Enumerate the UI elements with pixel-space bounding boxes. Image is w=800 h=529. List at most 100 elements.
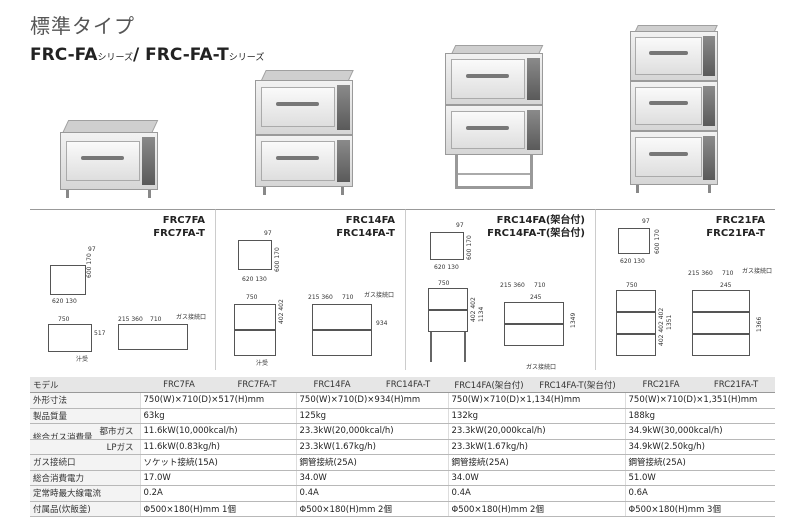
- side-view-upper: [504, 302, 564, 324]
- series-a: FRC-FA: [30, 45, 98, 65]
- cell: 11.6kW(10,000kcal/h): [139, 423, 296, 440]
- cell: Φ500×180(H)mm 2個: [447, 501, 625, 517]
- diagram-model-label: FRC7FA FRC7FA-T: [153, 215, 205, 239]
- cell: 63kg: [139, 408, 296, 424]
- table-row-gas-city: 総合ガス消費量 都市ガス 11.6kW(10,000kcal/h) 23.3kW…: [30, 423, 775, 440]
- series-b: FRC-FA-T: [145, 45, 229, 65]
- header-cell: FRC21FA-T: [697, 377, 775, 393]
- table-row-gas-conn: ガス接続口 ソケット接続(15A) 鋼管接続(25A) 鋼管接続(25A) 鋼管…: [30, 454, 775, 471]
- product-photo-frc21fa: [630, 25, 720, 195]
- cell: Φ500×180(H)mm 1個: [139, 501, 296, 517]
- cell: 125kg: [295, 408, 448, 424]
- gas-lp-sublabel: LPガス: [30, 439, 140, 455]
- cell: Φ500×180(H)mm 2個: [295, 501, 448, 517]
- table-row-power: 総合消費電力 17.0W 34.0W 34.0W 51.0W: [30, 470, 775, 486]
- front-view: [48, 324, 92, 352]
- cell: 750(W)×710(D)×1,351(H)mm: [624, 392, 775, 409]
- front-view-top: [616, 290, 656, 312]
- cell: 34.0W: [295, 470, 448, 486]
- cell: 34.0W: [447, 470, 625, 486]
- cell: 23.3kW(1.67kg/h): [447, 439, 625, 455]
- header-cell: モデル: [30, 377, 140, 393]
- side-view-bottom: [692, 334, 750, 356]
- side-view-lower: [312, 330, 372, 356]
- product-photo-frc7fa: [60, 120, 160, 200]
- cell: 鋼管接続(25A): [624, 454, 775, 471]
- cell: 188kg: [624, 408, 775, 424]
- table-row-current: 定常時最大線電流 0.2A 0.4A 0.4A 0.6A: [30, 485, 775, 502]
- plan-view: [118, 324, 188, 350]
- side-view-mid: [692, 312, 750, 334]
- cell: 0.4A: [447, 485, 625, 502]
- cell: 23.3kW(20,000kcal/h): [295, 423, 448, 440]
- diagram-frc14fa-stand: FRC14FA(架台付) FRC14FA-T(架台付) 97 600 170 6…: [405, 209, 595, 371]
- diagram-model-label: FRC21FA FRC21FA-T: [706, 215, 765, 239]
- diagram-model-label: FRC14FA(架台付) FRC14FA-T(架台付): [487, 215, 585, 239]
- header-cell: FRC7FA: [140, 377, 218, 393]
- series-suffix-a: シリーズ: [97, 53, 134, 63]
- table-row-weight: 製品質量 63kg 125kg 132kg 188kg: [30, 408, 775, 424]
- cell: 132kg: [447, 408, 625, 424]
- header-cell: FRC14FA-T(架台付): [530, 377, 625, 393]
- header-cell: FRC14FA: [296, 377, 368, 393]
- row-label: 製品質量: [30, 408, 140, 424]
- side-view-top: [692, 290, 750, 312]
- cell: 750(W)×710(D)×1,134(H)mm: [447, 392, 625, 409]
- cell: 23.3kW(1.67kg/h): [295, 439, 448, 455]
- top-view: [618, 228, 650, 254]
- header-cell: FRC14FA-T: [368, 377, 448, 393]
- cell: 鋼管接続(25A): [447, 454, 625, 471]
- cell: 34.9kW(30,000kcal/h): [624, 423, 775, 440]
- cell: 34.9kW(2.50kg/h): [624, 439, 775, 455]
- series-suffix-b: シリーズ: [228, 53, 265, 63]
- series-separator: /: [133, 45, 140, 65]
- front-view-lower: [428, 310, 468, 332]
- row-label: 総合消費電力: [30, 470, 140, 486]
- diagram-frc21fa: FRC21FA FRC21FA-T 97 600 170 620 130 750…: [595, 209, 775, 370]
- cell: 0.4A: [295, 485, 448, 502]
- spec-table: モデル FRC7FA FRC7FA-T FRC14FA FRC14FA-T FR…: [30, 377, 775, 517]
- series-title: FRC-FAシリーズ/ FRC-FA-Tシリーズ: [30, 45, 264, 65]
- gas-city-sublabel: 都市ガス: [99, 427, 134, 437]
- gas-consumption-label: 総合ガス消費量: [33, 433, 93, 439]
- cell: Φ500×180(H)mm 3個: [624, 501, 775, 517]
- front-view-lower: [234, 330, 276, 356]
- diagram-frc14fa: FRC14FA FRC14FA-T 97 600 170 620 130 750…: [215, 209, 405, 370]
- cell: 0.2A: [139, 485, 296, 502]
- front-view-upper: [428, 288, 468, 310]
- row-label: 定常時最大線電流: [30, 485, 140, 502]
- row-label: 総合ガス消費量 都市ガス: [30, 423, 140, 440]
- header-cell: FRC7FA-T: [218, 377, 296, 393]
- front-view-mid: [616, 312, 656, 334]
- page-header: 標準タイプ FRC-FAシリーズ/ FRC-FA-Tシリーズ: [30, 10, 264, 65]
- table-row-accessory: 付属品(炊飯釜) Φ500×180(H)mm 1個 Φ500×180(H)mm …: [30, 501, 775, 517]
- cell: 23.3kW(20,000kcal/h): [447, 423, 625, 440]
- header-cell: FRC21FA: [625, 377, 697, 393]
- top-view: [50, 265, 86, 295]
- top-view: [238, 240, 272, 270]
- diagram-model-label: FRC14FA FRC14FA-T: [336, 215, 395, 239]
- diagram-frc7fa: FRC7FA FRC7FA-T 97 600 170 620 130 750 5…: [30, 209, 215, 370]
- front-view-upper: [234, 304, 276, 330]
- row-label: 付属品(炊飯釜): [30, 501, 140, 517]
- cell: 0.6A: [624, 485, 775, 502]
- cell: 51.0W: [624, 470, 775, 486]
- top-view: [430, 232, 464, 260]
- row-label: 外形寸法: [30, 392, 140, 409]
- table-row-gas-lp: LPガス 11.6kW(0.83kg/h) 23.3kW(1.67kg/h) 2…: [30, 439, 775, 455]
- side-view-lower: [504, 324, 564, 346]
- cell: 750(W)×710(D)×934(H)mm: [295, 392, 448, 409]
- cell: ソケット接続(15A): [139, 454, 296, 471]
- side-view-upper: [312, 304, 372, 330]
- table-row-size: 外形寸法 750(W)×710(D)×517(H)mm 750(W)×710(D…: [30, 392, 775, 409]
- cell: 750(W)×710(D)×517(H)mm: [139, 392, 296, 409]
- table-header-row: モデル FRC7FA FRC7FA-T FRC14FA FRC14FA-T FR…: [30, 377, 775, 393]
- type-title: 標準タイプ: [30, 14, 135, 38]
- front-view-bottom: [616, 334, 656, 356]
- header-cell: FRC14FA(架台付): [448, 377, 530, 393]
- row-label: ガス接続口: [30, 454, 140, 471]
- cell: 17.0W: [139, 470, 296, 486]
- product-photo-frc14fa-stand: [445, 45, 545, 195]
- cell: 11.6kW(0.83kg/h): [139, 439, 296, 455]
- product-photo-frc14fa: [255, 70, 355, 195]
